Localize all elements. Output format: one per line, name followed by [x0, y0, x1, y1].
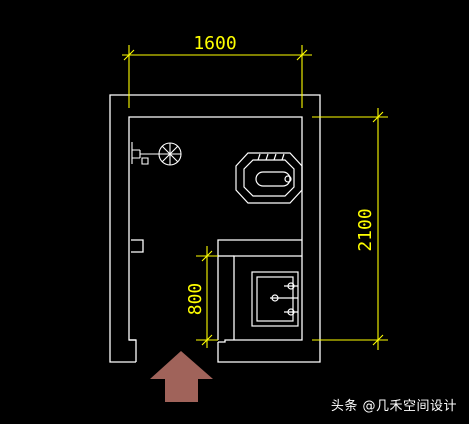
vanity-partition — [217, 239, 302, 340]
watermark: 头条 @几禾空间设计 — [330, 399, 457, 414]
entry-arrow-icon — [150, 351, 213, 402]
dim-right-label: 2100 — [355, 208, 376, 251]
dim-left-label: 800 — [185, 283, 206, 316]
walls — [109, 94, 321, 363]
shower-head-symbol — [131, 142, 182, 166]
squat-toilet-symbol — [235, 152, 303, 204]
dim-top-label: 1600 — [193, 33, 236, 54]
niche-ledge — [131, 239, 144, 253]
dimension-lines — [122, 45, 388, 350]
washbasin-symbol — [251, 271, 299, 327]
outer-wall-left — [109, 94, 321, 363]
